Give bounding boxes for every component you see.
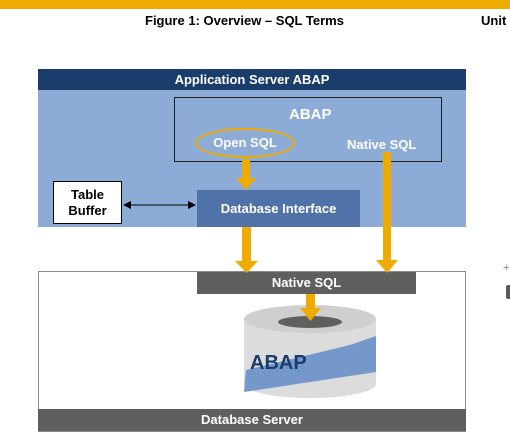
database-interface-box: Database Interface	[197, 190, 360, 227]
open-sql-label: Open SQL	[213, 135, 277, 150]
table-buffer-line1: Table	[71, 187, 104, 202]
native-sql-bar: Native SQL	[197, 272, 416, 294]
table-buffer-line2: Buffer	[68, 203, 107, 218]
open-sql-ellipse: Open SQL	[195, 128, 295, 158]
application-server-title: Application Server ABAP	[38, 69, 466, 90]
figure-caption: Figure 1: Overview – SQL Terms	[145, 13, 344, 28]
database-label: ABAP	[250, 352, 307, 374]
native-bar-to-database-arrow	[300, 294, 321, 321]
abap-box	[174, 97, 442, 162]
top-accent-bar	[0, 0, 510, 9]
table-buffer-box: Table Buffer	[53, 181, 122, 224]
native-sql-label: Native SQL	[347, 137, 417, 152]
unit-label: Unit	[481, 13, 507, 28]
abap-title: ABAP	[289, 106, 332, 123]
interface-to-native-bar-arrow	[235, 227, 258, 273]
side-handle[interactable]	[506, 285, 510, 299]
database-server-title: Database Server	[38, 409, 466, 431]
native-sql-to-bar-arrow	[376, 152, 398, 273]
plus-icon: +	[503, 262, 510, 274]
database-cylinder	[244, 305, 376, 398]
open-sql-to-interface-arrow	[236, 159, 256, 190]
